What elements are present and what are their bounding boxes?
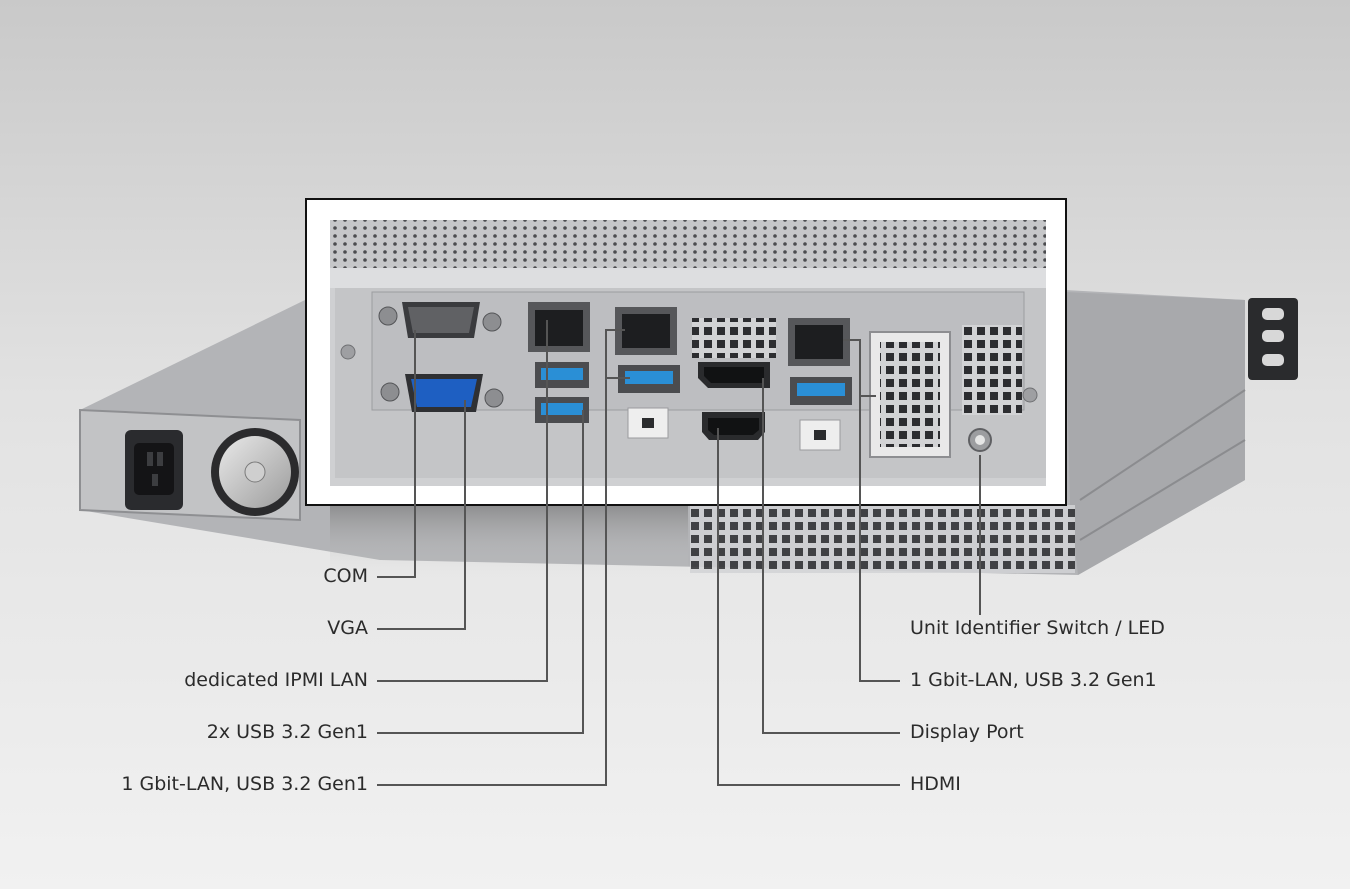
leader-usb-pair: [377, 410, 584, 734]
leader-hdmi: [717, 428, 900, 786]
label-lan-usb-2: 1 Gbit-LAN, USB 3.2 Gen1: [910, 669, 1157, 691]
uid-switch: [968, 428, 992, 452]
hdmi-port: [702, 412, 765, 440]
com-port: [378, 302, 502, 338]
leader-ipmi-lan: [377, 320, 548, 682]
label-lan-usb-1: 1 Gbit-LAN, USB 3.2 Gen1: [121, 773, 368, 795]
lan-usb-port-1: [615, 307, 680, 439]
label-hdmi: HDMI: [910, 773, 961, 795]
label-uid: Unit Identifier Switch / LED: [910, 617, 1165, 639]
label-ipmi-lan: dedicated IPMI LAN: [184, 669, 368, 691]
usb-pair-port: [535, 362, 589, 423]
label-displayport: Display Port: [910, 721, 1024, 743]
leader-displayport: [762, 378, 900, 734]
leader-com: [377, 330, 416, 578]
lan-usb-port-2: [788, 318, 852, 451]
label-com: COM: [323, 565, 368, 587]
leader-lan-usb-2: [843, 339, 900, 682]
label-usb-pair: 2x USB 3.2 Gen1: [206, 721, 368, 743]
leader-vga: [377, 400, 466, 630]
label-vga: VGA: [327, 617, 368, 639]
vga-port: [380, 374, 504, 412]
leader-lines: [377, 320, 981, 786]
leader-lan-usb-1: [377, 329, 625, 786]
displayport-port: [698, 362, 770, 388]
zoom-inset: [305, 198, 1067, 506]
ipmi-lan-port: [528, 302, 590, 352]
